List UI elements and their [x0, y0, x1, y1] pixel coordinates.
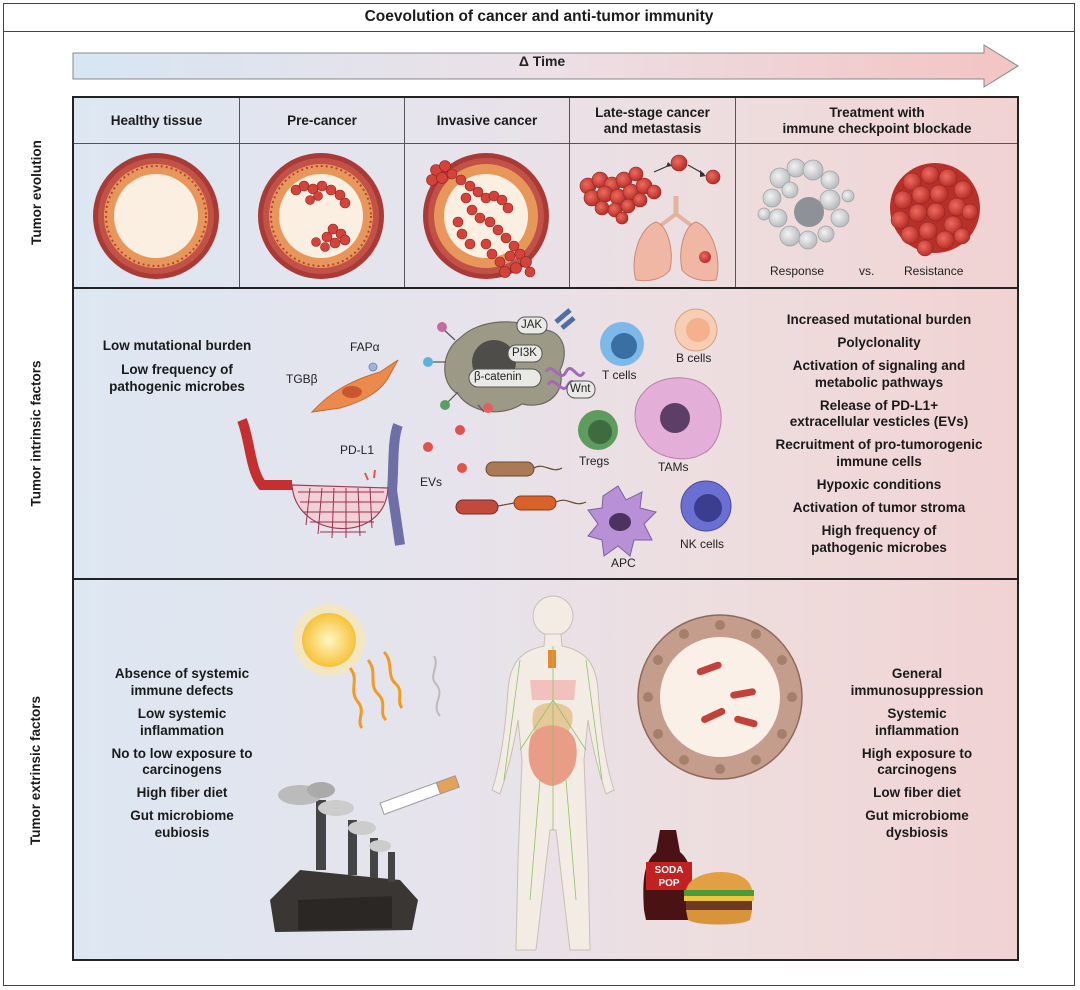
- nk-cells-label: NK cells: [680, 537, 725, 551]
- stage-header-treatment: Treatment with immune checkpoint blockad…: [782, 104, 972, 136]
- time-arrow: [72, 44, 1019, 88]
- extrinsic-right-item: Systemic inflammation: [874, 705, 959, 738]
- response-tumor-illustration: [757, 158, 855, 250]
- fap-label: FAPα: [350, 340, 380, 354]
- row-divider-2: [72, 578, 1019, 580]
- t-cell-illustration: [600, 322, 644, 366]
- figure-frame: [3, 3, 1075, 986]
- intrinsic-right-item: Hypoxic conditions: [816, 477, 942, 492]
- figure-title: Coevolution of cancer and anti-tumor imm…: [3, 3, 1075, 32]
- extrinsic-right-item: General immunosuppression: [850, 666, 984, 698]
- pdl1-label: PD-L1: [340, 443, 375, 457]
- svg-text:POP: POP: [658, 878, 679, 889]
- wnt-label: Wnt: [570, 383, 591, 395]
- evs-label: EVs: [420, 475, 443, 489]
- tregs-label: Tregs: [579, 454, 610, 468]
- extrinsic-left-item: Gut microbiome eubiosis: [130, 808, 234, 840]
- factory-illustration: [270, 782, 418, 932]
- cigarette-illustration: [379, 655, 460, 816]
- stage-separator: [569, 143, 570, 287]
- b-cells-label: B cells: [676, 351, 712, 365]
- extrinsic-right-item: Gut microbiome dysbiosis: [865, 808, 969, 840]
- extrinsic-right-item: Low fiber diet: [873, 785, 961, 801]
- extrinsic-left-list: Absence of systemic immune defects Low s…: [82, 666, 282, 848]
- fibroblast-illustration: [310, 359, 399, 413]
- soda-bottle-illustration: SODA POP: [643, 830, 693, 920]
- stage-header-late-stage: Late-stage cancer and metastasis: [595, 104, 710, 136]
- b-cell-illustration: [674, 308, 718, 352]
- extrinsic-right-list: General immunosuppression Systemic infla…: [822, 666, 1012, 848]
- stage-separator: [735, 98, 736, 143]
- stage-separator: [569, 98, 570, 143]
- treg-illustration: [578, 410, 618, 450]
- tgb-label: TGBβ: [286, 372, 318, 386]
- human-body-illustration: [491, 595, 615, 951]
- stage-separator: [735, 143, 736, 287]
- stage-separator: [404, 143, 405, 287]
- intrinsic-right-item: Release of PD-L1+ extracellular vesticle…: [789, 397, 969, 430]
- tumor-cell-illustration: [423, 308, 596, 413]
- extrinsic-left-item: Low systemic inflammation: [137, 705, 227, 738]
- healthy-tissue-illustration: [93, 153, 219, 279]
- intrinsic-right-item: Increased mutational burden: [786, 312, 972, 327]
- stage-separator: [239, 98, 240, 143]
- stage-separator: [404, 98, 405, 143]
- extrinsic-left-item: Absence of systemic immune defects: [114, 666, 250, 698]
- late-stage-illustration: [579, 154, 721, 282]
- burger-illustration: [684, 871, 754, 925]
- stage-separator: [239, 143, 240, 287]
- intrinsic-right-item: Recruitment of pro-tumorogenic immune ce…: [775, 437, 983, 470]
- apc-illustration: [587, 485, 657, 557]
- bacteria-illustration: [455, 461, 587, 515]
- intrinsic-right-list: Increased mutational burden Polyclonalit…: [740, 312, 1018, 563]
- resistance-label: Resistance: [904, 264, 964, 278]
- response-label: Response: [770, 264, 825, 278]
- svg-text:SODA: SODA: [655, 865, 684, 876]
- gut-epithelium-illustration: [637, 614, 803, 780]
- intrinsic-right-item: High frequency of pathogenic microbes: [811, 522, 947, 555]
- stage-header-line: [74, 143, 1017, 144]
- stage-header-precancer: Pre-cancer: [287, 112, 357, 128]
- t-cells-label: T cells: [602, 368, 637, 382]
- beta-catenin-label: β-catenin: [474, 371, 522, 383]
- intrinsic-right-item: Activation of tumor stroma: [792, 499, 966, 515]
- resistance-tumor-illustration: [890, 163, 980, 257]
- nk-cell-illustration: [680, 480, 732, 532]
- intrinsic-right-item: Activation of signaling and metabolic pa…: [792, 357, 966, 390]
- vasculature-illustration: [237, 418, 405, 546]
- time-label: Δ Time: [518, 53, 566, 69]
- pi3k-label: PI3K: [512, 347, 537, 359]
- row-divider-1: [72, 287, 1019, 289]
- intrinsic-right-item: Polyclonality: [837, 334, 921, 350]
- stage-header-invasive: Invasive cancer: [436, 112, 538, 128]
- vs-label: vs.: [859, 264, 875, 278]
- apc-label: APC: [611, 556, 636, 570]
- extrinsic-left-item: High fiber diet: [136, 785, 228, 801]
- extrinsic-left-item: No to low exposure to carcinogens: [111, 745, 253, 778]
- extracellular-vesicles-illustration: [423, 425, 467, 473]
- intrinsic-left-item: Low frequency of pathogenic microbes: [109, 362, 245, 394]
- intrinsic-left-item: Low mutational burden: [102, 338, 252, 353]
- pre-cancer-illustration: [258, 153, 384, 279]
- invasive-cancer-illustration: [423, 153, 549, 279]
- jak-label: JAK: [521, 319, 543, 331]
- extrinsic-right-item: High exposure to carcinogens: [861, 745, 973, 778]
- tam-illustration: [634, 377, 722, 460]
- stage-header-healthy: Healthy tissue: [110, 112, 203, 128]
- sun-illustration: [293, 604, 404, 729]
- tams-label: TAMs: [658, 460, 689, 474]
